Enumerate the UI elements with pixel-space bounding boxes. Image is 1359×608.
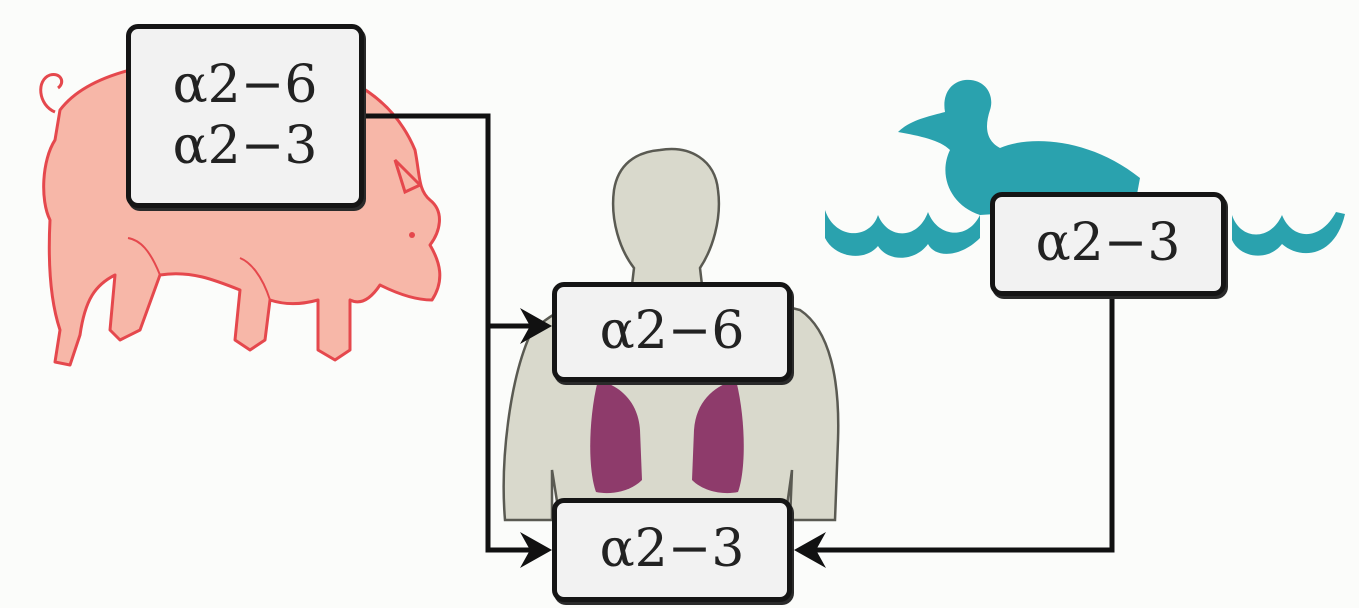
pig-receptor-1: α2−6 [173,55,318,116]
pig-receptor-2: α2−3 [173,116,318,177]
duck-receptor: α2−3 [1036,213,1181,274]
human-lower-receptor: α2−3 [600,519,745,580]
human-lower-receptor-box: α2−3 [552,498,792,602]
human-upper-receptor-box: α2−6 [552,282,792,382]
pig-receptor-box: α2−6 α2−3 [126,24,364,208]
duck-receptor-box: α2−3 [990,192,1226,296]
duck-to-human-lower-arrow [804,296,1112,550]
human-upper-receptor: α2−6 [600,301,745,362]
